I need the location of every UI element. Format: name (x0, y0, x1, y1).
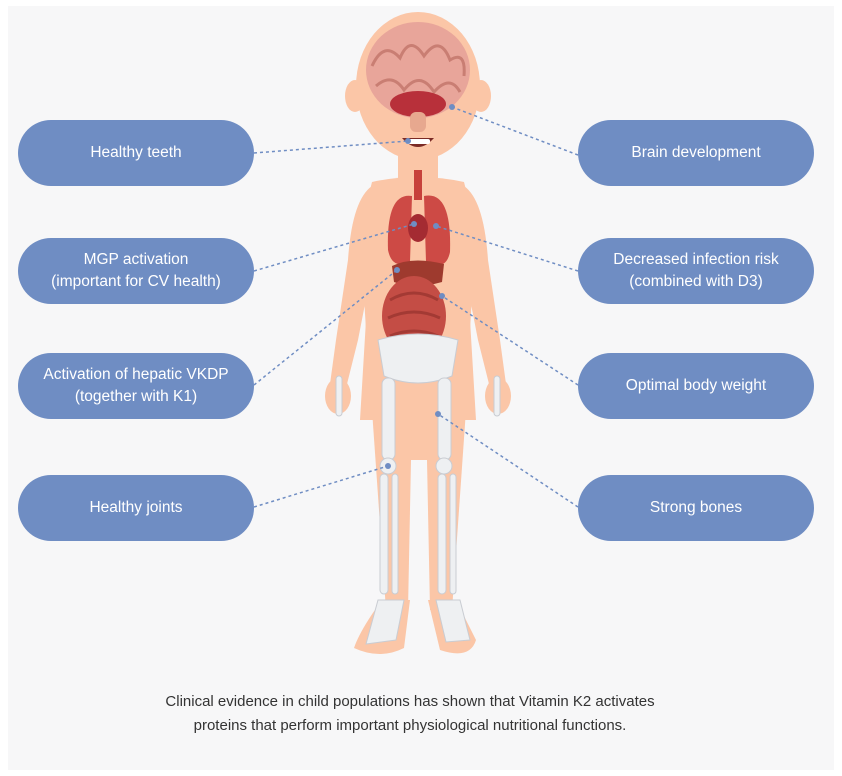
caption-text: Clinical evidence in child populations h… (165, 693, 655, 734)
label-mgp-activation: MGP activation (important for CV health) (18, 238, 254, 304)
connector-infection (435, 225, 579, 272)
connector-teeth (253, 140, 409, 154)
label-decreased-infection-risk: Decreased infection risk (combined with … (578, 238, 814, 304)
skeleton-illustration (335, 333, 501, 645)
connector-brain (451, 106, 579, 156)
connector-joints (253, 465, 389, 508)
connector-dots (385, 104, 455, 469)
label-hepatic-vkdp: Activation of hepatic VKDP (together wit… (18, 353, 254, 419)
label-optimal-body-weight: Optimal body weight (578, 353, 814, 419)
connector-bones (437, 413, 579, 508)
connector-lines (253, 106, 579, 508)
label-healthy-teeth: Healthy teeth (18, 120, 254, 186)
label-strong-bones: Strong bones (578, 475, 814, 541)
connector-vkdp (253, 269, 398, 386)
connector-mgp (253, 223, 415, 272)
label-healthy-joints: Healthy joints (18, 475, 254, 541)
label-brain-development: Brain development (578, 120, 814, 186)
brain-illustration (366, 22, 470, 132)
